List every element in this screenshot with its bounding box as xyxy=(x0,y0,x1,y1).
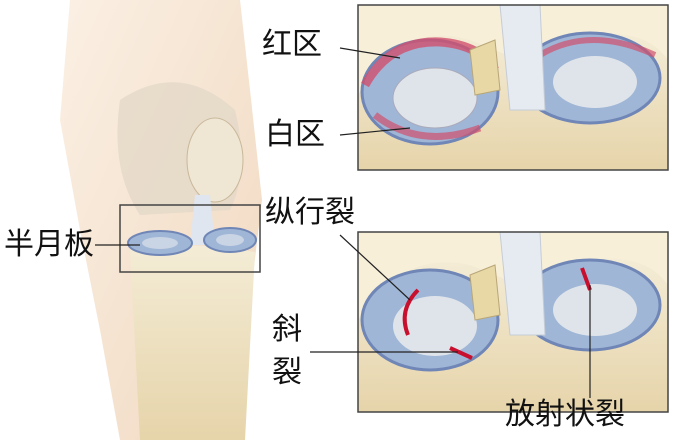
label-meniscus: 半月板 xyxy=(4,227,94,262)
label-radial-tear: 放射状裂 xyxy=(505,397,625,432)
panel-tears xyxy=(95,231,669,413)
knee-illustration xyxy=(60,0,262,440)
longitudinal-tear-mark xyxy=(402,288,420,336)
label-white-zone: 白区 xyxy=(265,117,325,152)
radial-tear-mark xyxy=(580,267,592,291)
label-longitudinal-tear: 纵行裂 xyxy=(265,195,355,230)
zoom-frame xyxy=(119,204,261,273)
oblique-tear-mark xyxy=(449,346,473,360)
label-oblique-tear-2: 裂 xyxy=(272,355,302,390)
label-oblique-tear-1: 斜 xyxy=(272,312,302,347)
label-red-zone: 红区 xyxy=(262,27,322,62)
panel-zones xyxy=(339,4,669,171)
